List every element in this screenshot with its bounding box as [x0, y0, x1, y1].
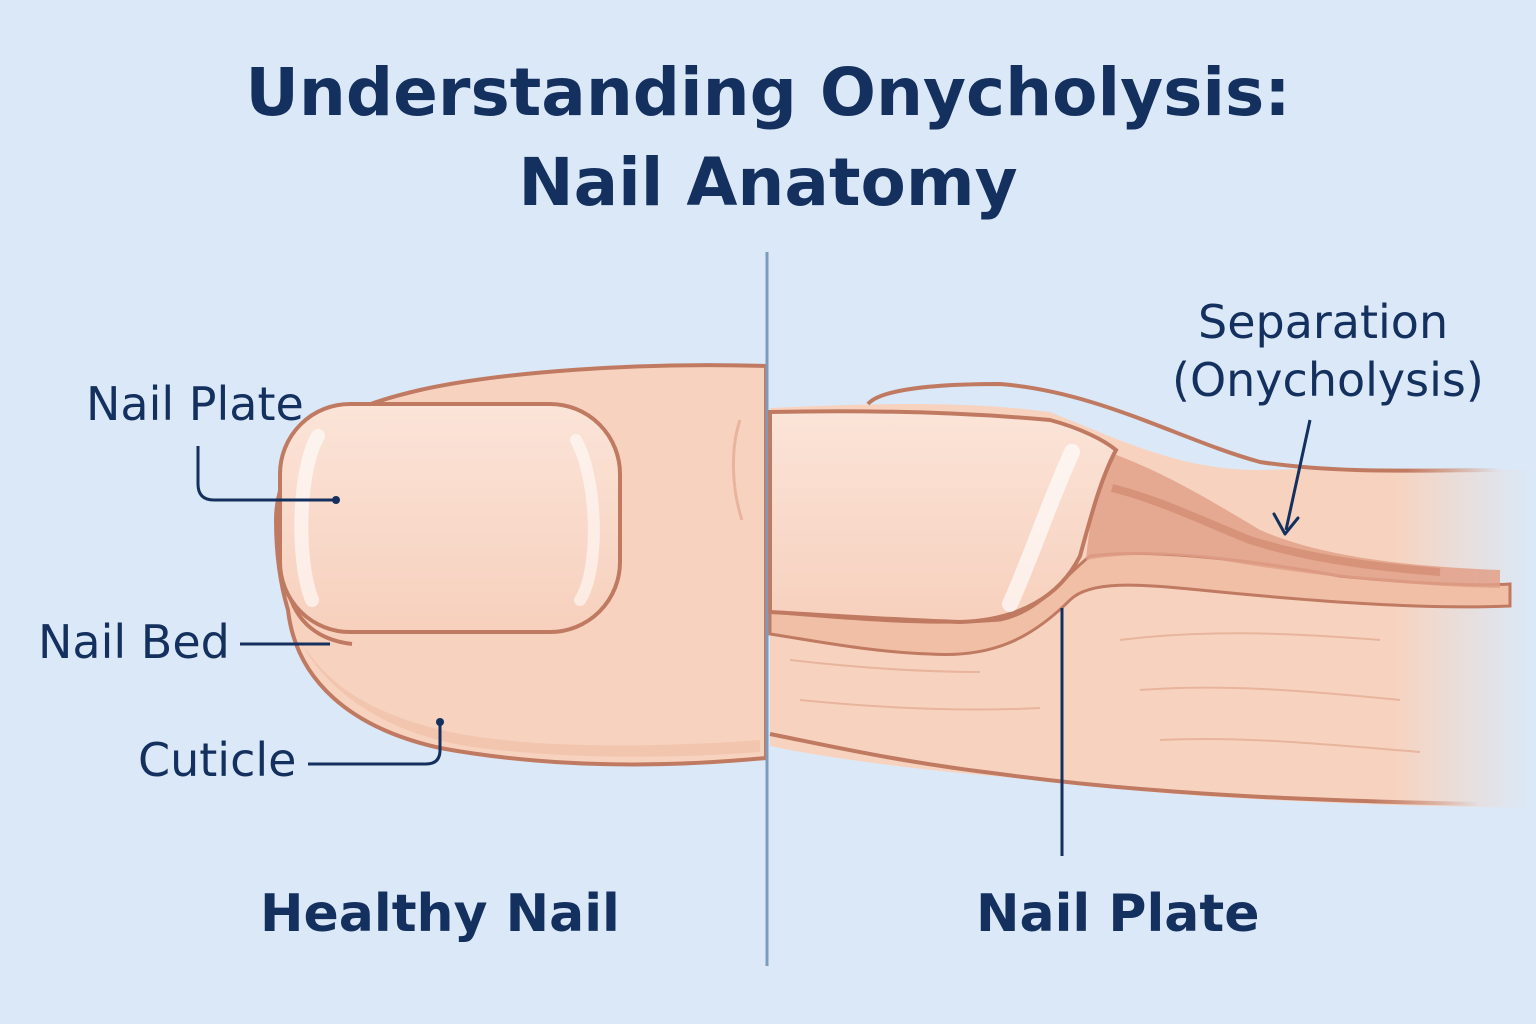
skin-wrinkle-2 — [799, 699, 1041, 711]
skin-wrinkle-3 — [1119, 632, 1381, 641]
label-nail-bed: Nail Bed — [38, 615, 230, 669]
nail-bed-layer — [768, 552, 1512, 657]
label-separation: Separation — [1198, 295, 1449, 349]
side-nail-highlight — [1002, 444, 1080, 612]
separation-gap-inner — [1111, 484, 1441, 576]
title-line-2: Nail Anatomy — [518, 144, 1018, 221]
cuticle-leader — [308, 724, 442, 766]
healthy-finger — [273, 363, 768, 767]
healthy-nail-plate — [278, 402, 622, 634]
nail-highlight — [294, 429, 325, 607]
nail-plate-leader-dot — [332, 496, 340, 504]
separation-arrow — [1284, 419, 1312, 531]
page-title: Understanding Onycholysis: Nail Anatomy — [0, 48, 1536, 228]
fingertip-shade — [300, 640, 760, 757]
label-cuticle: Cuticle — [138, 733, 297, 787]
nail-lunula — [570, 434, 600, 606]
nail-plate-leader — [196, 446, 336, 502]
separation-arrow-head — [1272, 512, 1300, 536]
cuticle-leader-dot — [436, 718, 444, 726]
caption-healthy-nail: Healthy Nail — [260, 884, 620, 944]
skin-wrinkle-1 — [789, 659, 981, 673]
skin-wrinkle-4 — [1139, 686, 1401, 701]
label-onycholysis: (Onycholysis) — [1172, 353, 1484, 407]
separation-gap — [1086, 452, 1500, 588]
finger-top-outline — [866, 381, 1501, 473]
skin-wrinkle-5 — [1159, 737, 1421, 753]
title-line-1: Understanding Onycholysis: — [245, 54, 1291, 131]
finger-bottom-outline — [769, 732, 1481, 806]
onycholysis-finger — [768, 381, 1530, 808]
caption-nail-plate: Nail Plate — [976, 884, 1260, 944]
knuckle-crease — [731, 419, 744, 521]
label-nail-plate: Nail Plate — [86, 377, 304, 431]
